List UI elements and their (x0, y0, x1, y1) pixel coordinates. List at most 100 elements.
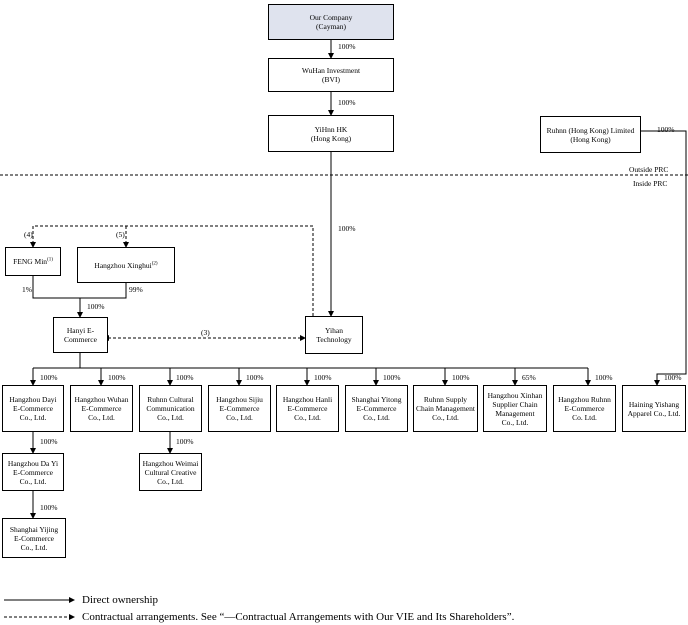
sub-line: Shanghai Yijing (9, 524, 59, 534)
sub-line: Ruhnn Supply (423, 395, 468, 404)
pct-xinghui: 99% (129, 285, 143, 294)
sub-line: Supplier Chain (492, 399, 538, 409)
hangzhou-xinghui-name: Hangzhou Xinghui (94, 260, 152, 270)
sub-shanghai-yitong: Shanghai Yitong E-Commerce Co., Ltd. (345, 385, 408, 432)
sub-line: Apparel Co., Ltd. (627, 408, 681, 418)
pct-sub-8: 100% (595, 373, 613, 382)
sub-line: E-Commerce (356, 404, 397, 413)
pct-sub-5: 100% (383, 373, 401, 382)
legend-direct-ownership: Direct ownership (82, 594, 159, 606)
sub-line: Co., Ltd. (432, 413, 459, 422)
sub-line: Co., Ltd. (294, 413, 321, 422)
pct-dayi-dayi2: 100% (40, 437, 58, 446)
pct-dayi2-yijing: 100% (40, 503, 58, 512)
our-company-name: Our Company (309, 13, 353, 22)
sub-line: Chain Management (416, 404, 475, 413)
yihan-line2: Technology (316, 335, 352, 344)
pct-company-wuhan: 100% (338, 42, 356, 51)
pct-cultural-weimai: 100% (176, 437, 194, 446)
pct-ruhnnhk-haining: 100% (657, 125, 675, 134)
feng-min-note: (1) (47, 257, 53, 263)
pct-sub-9: 100% (664, 373, 682, 382)
sub-hangzhou-xinhan: Hangzhou Xinhan Supplier Chain Managemen… (483, 385, 547, 432)
sub-line: Co., Ltd. (19, 413, 47, 422)
note-4: (4) (24, 230, 33, 239)
sub-line: E-Commerce (13, 467, 53, 477)
yihan-line1: Yihan (325, 326, 343, 335)
sub-line: Hangzhou Da Yi (7, 458, 59, 468)
pct-sub-6: 100% (452, 373, 470, 382)
edge-xinghui-join (80, 283, 127, 299)
yihan-box: Yihan Technology (305, 316, 363, 354)
pct-sub-4: 100% (314, 373, 332, 382)
feng-min-label: FENG Min(1) (13, 257, 53, 266)
edge-feng-join (32, 276, 80, 299)
note-5: (5) (116, 230, 125, 239)
sub-line: Co., Ltd. (226, 413, 253, 422)
sub-line: E-Commerce (564, 404, 605, 413)
sub-line: E-Commerce (14, 533, 54, 543)
ruhnn-hk-name: Ruhnn (Hong Kong) Limited (546, 125, 635, 135)
feng-min-name: FENG Min (13, 257, 48, 266)
sub-hangzhou-dayi: Hangzhou Dayi E-Commerce Co., Ltd. (2, 385, 64, 432)
hangzhou-da-yi-box: Hangzhou Da Yi E-Commerce Co., Ltd. (2, 453, 64, 491)
sub-line: Communication (146, 404, 195, 413)
sub-line: Hangzhou Xinhan (487, 390, 543, 400)
feng-min-box: FENG Min(1) (5, 247, 61, 276)
hanyi-line1: Hanyi E- (66, 326, 95, 335)
sub-line: Co., Ltd. (157, 413, 184, 422)
pct-yihnn-yihan: 100% (338, 224, 356, 233)
sub-line: E-Commerce (13, 404, 53, 413)
sub-line: Hangzhou Sijiu (216, 395, 263, 404)
sub-line: Co., Ltd. (88, 413, 115, 422)
pct-wuhan-yihnn: 100% (338, 98, 356, 107)
edge-contract-feng (30, 225, 314, 316)
sub-hangzhou-sijiu: Hangzhou Sijiu E-Commerce Co., Ltd. (208, 385, 271, 432)
sub-line: Co. Ltd. (572, 413, 597, 422)
pct-sub-7: 65% (522, 373, 536, 382)
hangzhou-xinghui-note: (2) (151, 261, 158, 266)
sub-ruhnn-supply: Ruhnn Supply Chain Management Co., Ltd. (413, 385, 478, 432)
sub-line: Co., Ltd. (19, 476, 47, 486)
inside-prc-label: Inside PRC (633, 179, 668, 188)
sub-line: Haining Yishang (628, 399, 680, 409)
sub-line: E-Commerce (219, 404, 260, 413)
hanyi-box: Hanyi E- Commerce (53, 317, 108, 353)
yihnn-hk-box: YiHnn HK (Hong Kong) (268, 115, 394, 152)
sub-line: Management (495, 408, 535, 418)
yihnn-hk-location: (Hong Kong) (310, 133, 352, 143)
edge-ruhnnhk-haining (641, 130, 687, 386)
sub-line: Co., Ltd. (501, 417, 529, 427)
sub-line: Hangzhou Ruhnn (558, 395, 611, 404)
yihnn-hk-name: YiHnn HK (314, 124, 348, 134)
outside-prc-label: Outside PRC (629, 165, 669, 174)
pct-sub-3: 100% (246, 373, 264, 382)
wuhan-investment-name: WuHan Investment (301, 66, 361, 75)
pct-hanyi: 100% (87, 302, 105, 311)
hangzhou-xinghui-box: Hangzhou Xinghui(2) (77, 247, 175, 283)
pct-feng: 1% (22, 285, 32, 294)
wuhan-investment-location: (BVI) (322, 75, 340, 84)
sub-hangzhou-wuhan: Hangzhou Wuhan E-Commerce Co., Ltd. (70, 385, 133, 432)
sub-line: Hangzhou Weimai (142, 458, 199, 468)
our-company-box: Our Company (Cayman) (268, 4, 394, 40)
sub-line: Hangzhou Hanli (282, 395, 333, 404)
pct-sub-0: 100% (40, 373, 58, 382)
sub-line: Shanghai Yitong (351, 395, 402, 404)
sub-line: Co., Ltd. (20, 542, 48, 552)
pct-sub-2: 100% (176, 373, 194, 382)
note-3: (3) (201, 328, 210, 337)
sub-hangzhou-ruhnn: Hangzhou Ruhnn E-Commerce Co. Ltd. (553, 385, 616, 432)
sub-line: Ruhnn Cultural (147, 395, 194, 404)
legend-contractual: Contractual arrangements. See “—Contract… (82, 611, 515, 623)
sub-line: Cultural Creative (144, 467, 197, 477)
wuhan-investment-box: WuHan Investment (BVI) (268, 58, 394, 92)
ruhnn-hk-location: (Hong Kong) (570, 134, 611, 144)
sub-ruhnn-cultural: Ruhnn Cultural Communication Co., Ltd. (139, 385, 202, 432)
shanghai-yijing-box: Shanghai Yijing E-Commerce Co., Ltd. (2, 518, 66, 558)
sub-line: E-Commerce (287, 404, 328, 413)
hangzhou-weimai-box: Hangzhou Weimai Cultural Creative Co., L… (139, 453, 202, 491)
sub-line: Hangzhou Dayi (9, 395, 57, 404)
sub-line: E-Commerce (81, 404, 122, 413)
